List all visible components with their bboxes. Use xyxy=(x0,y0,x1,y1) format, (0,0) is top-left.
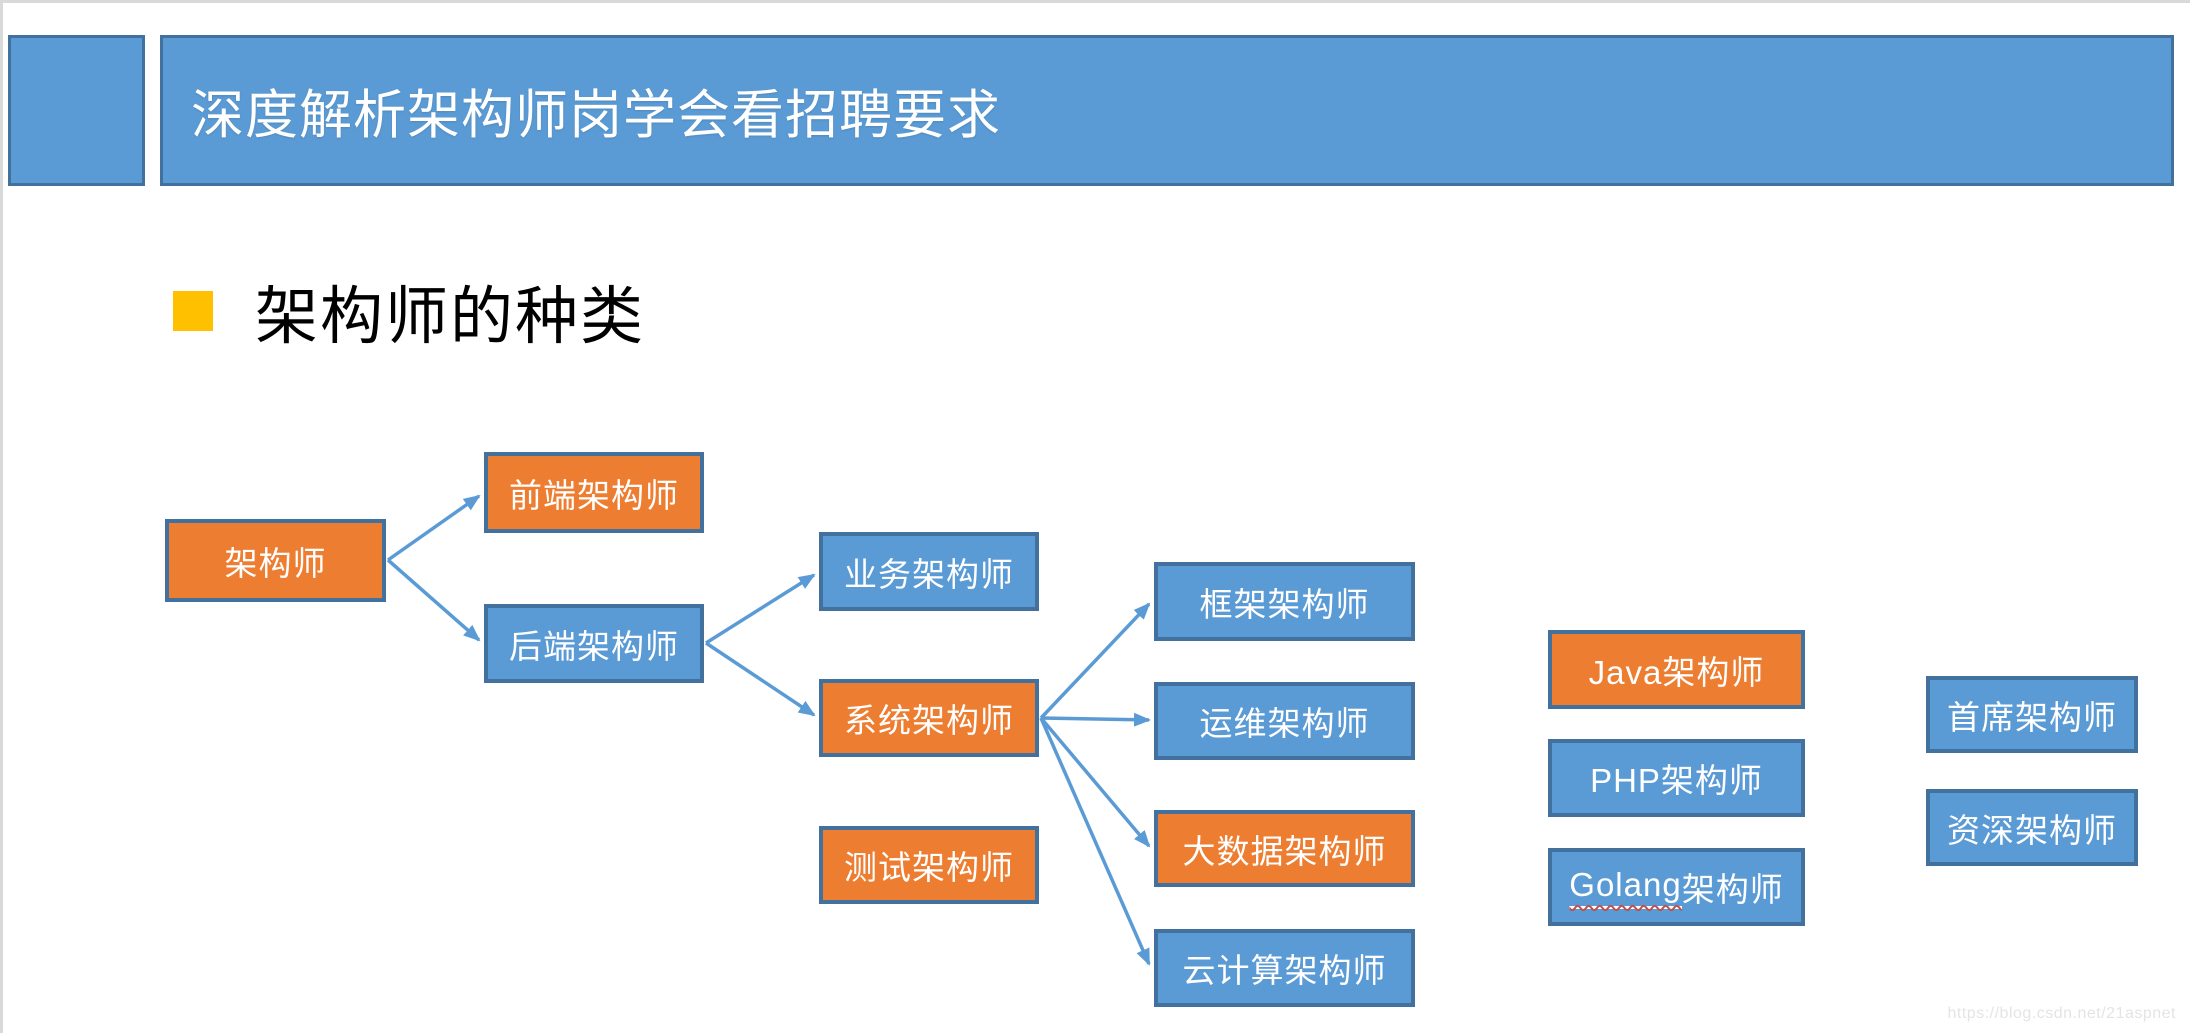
node-frontend-architect: 前端架构师 xyxy=(484,452,704,533)
node-php-architect: PHP架构师 xyxy=(1548,739,1805,817)
node-business-architect: 业务架构师 xyxy=(819,532,1039,611)
arrow-system-to-cloud xyxy=(1039,717,1151,966)
csdn-watermark: https://blog.csdn.net/21aspnet xyxy=(1947,1005,2176,1022)
node-bigdata-architect: 大数据架构师 xyxy=(1154,810,1415,887)
arrow-system-to-bigdata xyxy=(1039,716,1151,848)
node-java-architect: Java架构师 xyxy=(1548,630,1805,709)
bullet-square-icon xyxy=(173,291,213,331)
golang-suffix-text: 架构师 xyxy=(1681,871,1784,908)
arrow-backend-to-business xyxy=(705,573,816,645)
title-bar: 深度解析架构师岗学会看招聘要求 xyxy=(160,35,2174,186)
node-architect: 架构师 xyxy=(165,519,386,602)
node-ops-architect: 运维架构师 xyxy=(1154,682,1415,760)
node-backend-architect: 后端架构师 xyxy=(484,604,704,683)
architect-diagram: 架构师 前端架构师 后端架构师 业务架构师 系统架构师 测试架构师 框架架构师 … xyxy=(3,3,2190,1033)
section-heading-text: 架构师的种类 xyxy=(255,281,645,352)
arrow-architect-to-frontend xyxy=(386,494,481,562)
node-system-architect: 系统架构师 xyxy=(819,679,1039,757)
arrow-architect-to-backend xyxy=(386,558,481,642)
node-cloud-architect: 云计算架构师 xyxy=(1154,929,1415,1007)
node-framework-architect: 框架架构师 xyxy=(1154,562,1415,641)
golang-underlined-text: Golang xyxy=(1569,866,1682,909)
slide-title: 深度解析架构师岗学会看招聘要求 xyxy=(191,85,1001,145)
arrow-backend-to-system xyxy=(705,641,816,717)
connector-arrows xyxy=(386,494,1151,966)
title-accent-block xyxy=(8,35,145,186)
node-chief-architect: 首席架构师 xyxy=(1926,676,2138,753)
arrow-system-to-framework xyxy=(1039,602,1151,720)
node-test-architect: 测试架构师 xyxy=(819,826,1039,904)
node-senior-architect: 资深架构师 xyxy=(1926,789,2138,866)
section-heading: 架构师的种类 xyxy=(173,273,645,352)
arrow-system-to-ops xyxy=(1040,712,1151,727)
